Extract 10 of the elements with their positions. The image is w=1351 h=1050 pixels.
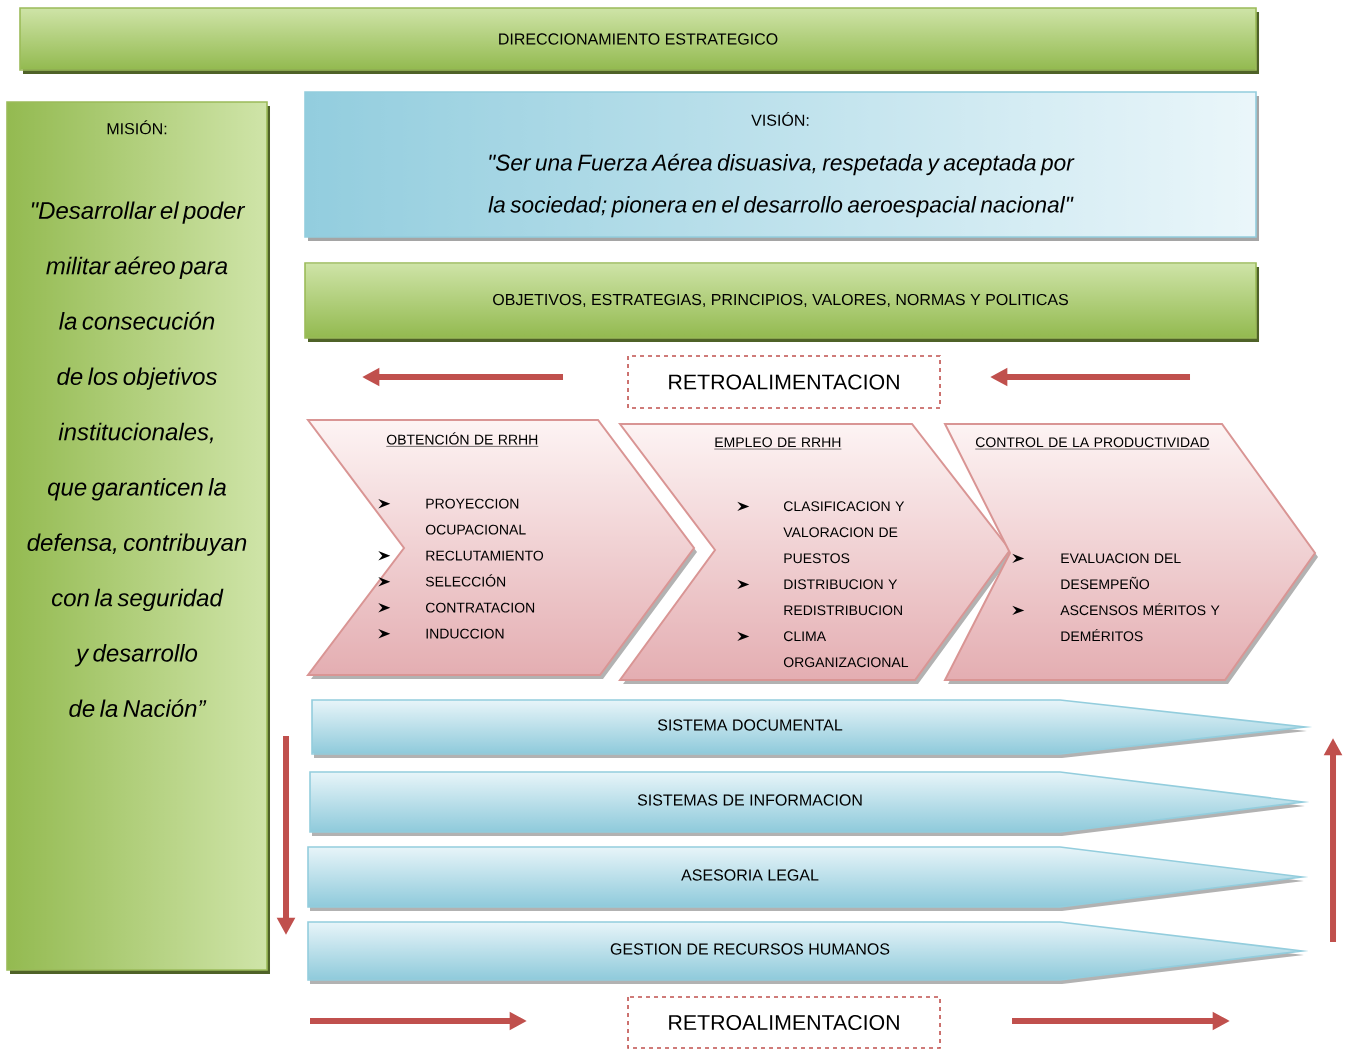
feedback-box: RETROALIMENTACION [627,996,941,1049]
vision-panel: VISIÓN: "Ser una Fuerza Aérea disuasiva, respetada y aceptada por la sociedad; pionera en el desarrollo aeroespacial nacional" [304,91,1259,241]
feedback-box: RETROALIMENTACION [627,355,941,409]
mission-panel: MISIÓN: "Desarrollar el poder militar aéreo para la consecución de los objetivos institucionales, que garanticen la defensa, contribuyan con la seguridad y desarrollo de la Nación” [6,101,270,974]
pennant-bar: GESTION DE RECURSOS HUMANOS [307,921,1309,984]
pennant-bar: SISTEMAS DE INFORMACION [309,771,1310,836]
pennant-bar: ASESORIA LEGAL [307,846,1309,911]
banner-bar: OBJETIVOS, ESTRATEGIAS, PRINCIPIOS, VALORES, NORMAS Y POLITICAS [304,262,1259,342]
pennant-bar: SISTEMA DOCUMENTAL [311,699,1313,758]
banner-bar: DIRECCIONAMIENTO ESTRATEGICO [19,7,1259,74]
